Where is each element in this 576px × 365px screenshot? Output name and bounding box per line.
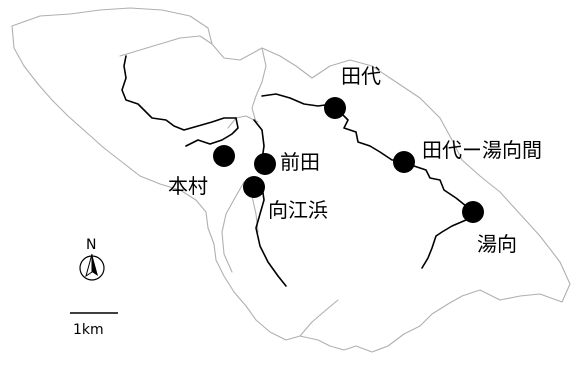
marker-tashiro[interactable] [324,97,346,119]
north-label: N [86,237,97,253]
label-mukaehama: 向江浜 [268,198,328,222]
label-honmura: 本村 [168,174,208,198]
marker-yumukai[interactable] [462,201,484,223]
road-3 [227,115,259,129]
river-west [121,55,237,131]
river-mukaehama [255,185,287,287]
marker-tashiro-yumukai[interactable] [393,151,415,173]
marker-honmura[interactable] [213,145,235,167]
marker-mukaehama[interactable] [243,176,265,198]
river-yumukai [421,211,475,269]
label-tashiro: 田代 [341,64,381,88]
river-north [261,93,475,213]
scale-label: 1km [73,322,104,338]
label-maeda: 前田 [280,150,320,174]
road-2 [251,47,267,123]
river-honmura [185,117,239,147]
label-tashiro-yumukai: 田代ー湯向間 [422,138,542,162]
island-outline [11,7,571,353]
road-1 [119,35,213,57]
north-arrow-icon [79,253,105,281]
road-4 [221,181,245,273]
marker-maeda[interactable] [254,153,276,175]
label-yumukai: 湯向 [477,232,517,256]
road-6 [299,299,339,337]
